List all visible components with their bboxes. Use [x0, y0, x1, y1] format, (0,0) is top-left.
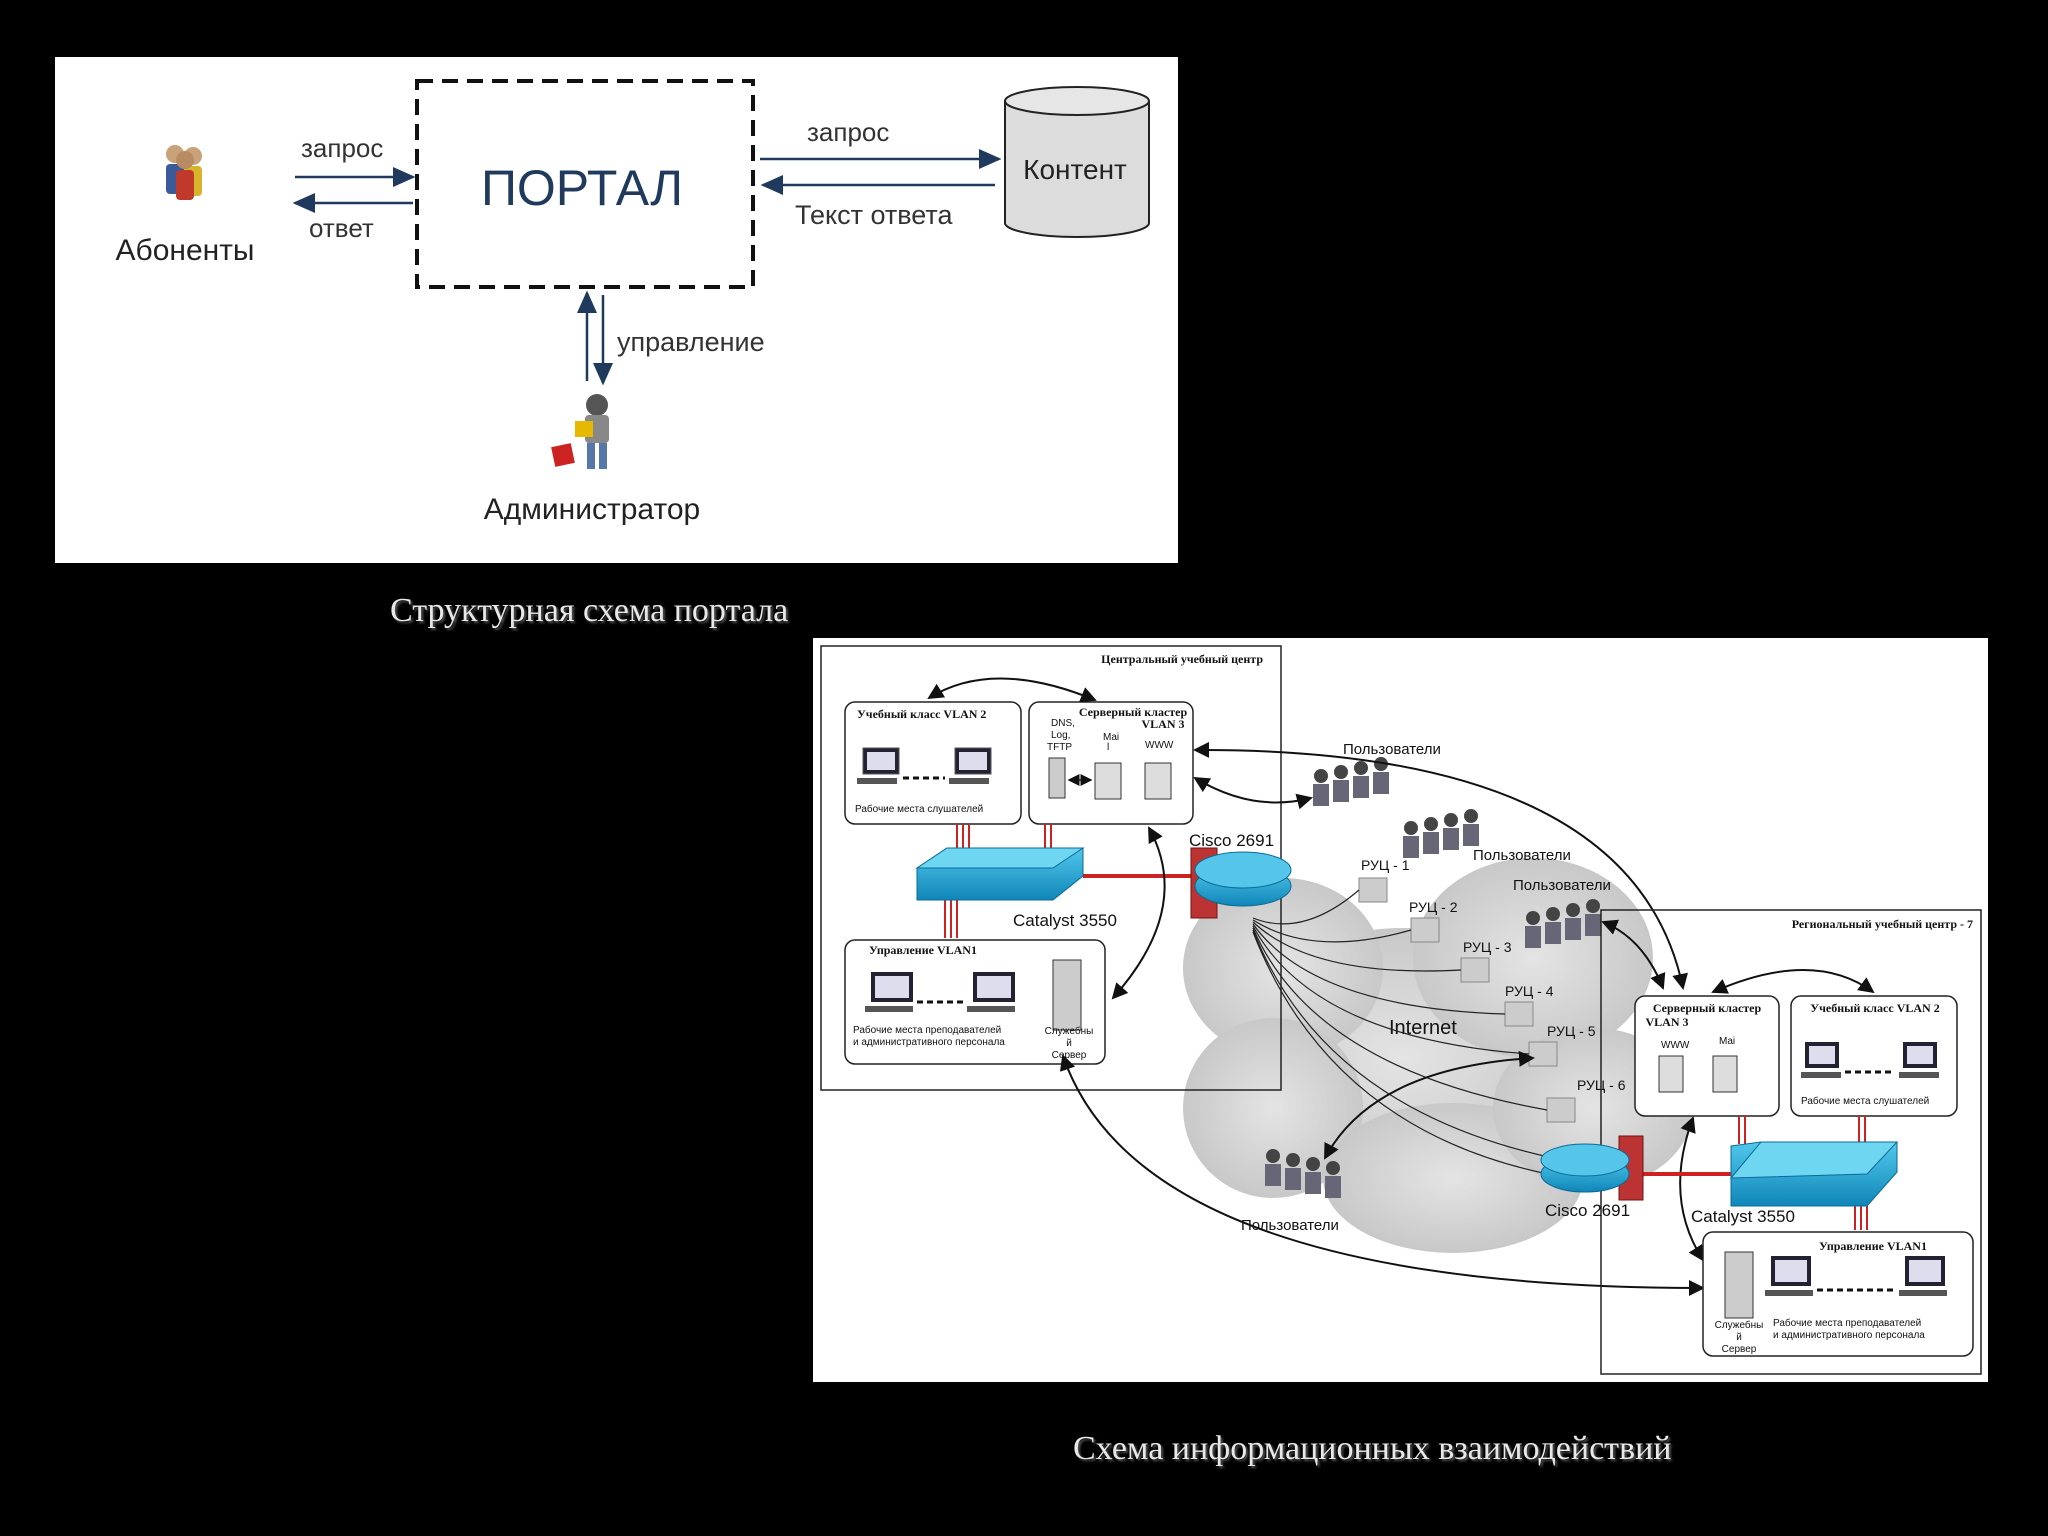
ruc2-label: РУЦ - 2	[1409, 899, 1458, 915]
dns-server-icon	[1048, 757, 1066, 799]
regional-mail-label: Mai	[1719, 1036, 1735, 1047]
central-training-center-title: Центральный учебный центр	[1101, 652, 1263, 666]
regional-www-label: WWW	[1661, 1040, 1690, 1051]
catalyst-central-label: Catalyst 3550	[1013, 911, 1117, 930]
internet-label: Internet	[1389, 1017, 1457, 1039]
content-request-label: запрос	[807, 117, 889, 147]
teacher-workstation-icon	[865, 972, 913, 1012]
teacher-workstations-label-1: Рабочие места преподавателей	[853, 1024, 1001, 1036]
ruc-building-icon	[1460, 957, 1490, 983]
ruc4-label: РУЦ - 4	[1505, 983, 1554, 999]
cisco-regional-label: Cisco 2691	[1545, 1201, 1630, 1220]
dns-label: DNS,	[1051, 718, 1075, 729]
service-server-central-icon	[1052, 959, 1082, 1031]
portal-box	[415, 79, 755, 289]
server-cluster-label-1: Серверный кластер	[1079, 705, 1188, 719]
regional-service-server-label-1: Служебны	[1715, 1319, 1764, 1331]
regional-www-server-icon	[1658, 1055, 1684, 1093]
catalyst-regional-label: Catalyst 3550	[1691, 1207, 1795, 1226]
ruc-building-icon	[1410, 917, 1440, 943]
regional-classroom-vlan2-box	[1790, 995, 1958, 1117]
www-server-icon	[1144, 762, 1172, 800]
cisco-router-regional-icon	[1540, 1135, 1644, 1201]
catalyst-switch-regional-icon	[1729, 1141, 1899, 1207]
subscribers-icon	[166, 145, 202, 200]
regional-server-cluster-label-1: Серверный кластер	[1653, 1001, 1762, 1015]
administrator-icon	[551, 394, 609, 469]
network-diagram-panel: Центральный учебный центр Учебный класс …	[813, 638, 1988, 1382]
teacher-workstations-label-2: и административного персонала	[853, 1037, 1005, 1048]
regional-teacher-workstation-icon	[1899, 1256, 1947, 1296]
regional-management-vlan1-label: Управление VLAN1	[1819, 1239, 1927, 1253]
mail-label-2: l	[1107, 742, 1109, 753]
users-group-icon	[1313, 757, 1389, 806]
service-server-label-2: й	[1066, 1038, 1072, 1049]
catalyst-switch-central-icon	[915, 847, 1085, 901]
ruc5-label: РУЦ - 5	[1547, 1023, 1596, 1039]
regional-service-server-label-2: й	[1736, 1332, 1742, 1343]
regional-workstation-icon	[1899, 1042, 1939, 1078]
regional-service-server-label-3: Сервер	[1722, 1344, 1757, 1355]
subscribers-label: Абоненты	[116, 234, 255, 267]
network-diagram: Центральный учебный центр Учебный класс …	[820, 645, 1982, 1375]
users-bottom-label: Пользователи	[1241, 1217, 1339, 1234]
response-label: ответ	[309, 213, 374, 243]
service-server-label-1: Служебны	[1045, 1025, 1094, 1037]
tftp-label: TFTP	[1047, 742, 1072, 753]
portal-diagram-caption: Структурная схема портала	[390, 592, 789, 629]
content-database-icon	[1004, 86, 1150, 238]
regional-service-server-icon	[1724, 1251, 1754, 1319]
ruc-building-icon	[1546, 1097, 1576, 1123]
management-label: управление	[617, 327, 765, 357]
server-cluster-label-2: VLAN 3	[1141, 717, 1184, 731]
internet-cloud	[1183, 858, 1693, 1253]
regional-classroom-vlan2-label: Учебный класс VLAN 2	[1810, 1001, 1939, 1015]
users-right-label: Пользователи	[1513, 877, 1611, 894]
portal-diagram: Абоненты запрос ответ ПОРТАЛ запрос Текс…	[116, 79, 1150, 526]
mail-server-icon	[1094, 762, 1122, 800]
www-label: WWW	[1145, 740, 1174, 751]
classroom-vlan2-label: Учебный класс VLAN 2	[857, 707, 986, 721]
regional-server-cluster-label-2: VLAN 3	[1645, 1015, 1688, 1029]
service-server-label-3: Сервер	[1052, 1050, 1087, 1061]
student-workstations-label: Рабочие места слушателей	[855, 803, 983, 815]
management-vlan1-label: Управление VLAN1	[869, 943, 977, 957]
ruc-building-icon	[1358, 877, 1388, 903]
users-mid-label: Пользователи	[1473, 847, 1571, 864]
workstation-icon	[857, 747, 900, 784]
regional-mail-server-icon	[1712, 1055, 1738, 1093]
users-top-label: Пользователи	[1343, 741, 1441, 758]
administrator-label: Администратор	[484, 493, 700, 526]
workstation-icon	[949, 747, 992, 784]
regional-training-center-title: Региональный учебный центр - 7	[1792, 917, 1973, 931]
regional-teacher-workstations-label-1: Рабочие места преподавателей	[1773, 1317, 1921, 1329]
log-label: Log,	[1051, 730, 1070, 741]
portal-diagram-panel: Абоненты запрос ответ ПОРТАЛ запрос Текс…	[55, 57, 1178, 563]
regional-teacher-workstation-icon	[1765, 1256, 1813, 1296]
regional-workstation-icon	[1801, 1042, 1841, 1078]
request-label: запрос	[301, 133, 383, 163]
regional-teacher-workstations-label-2: и административного персонала	[1773, 1330, 1925, 1341]
ruc3-label: РУЦ - 3	[1463, 939, 1512, 955]
ruc-building-icon	[1504, 1001, 1534, 1027]
users-group-icon	[1403, 809, 1479, 858]
mail-label-1: Mai	[1103, 732, 1119, 743]
response-text-label: Текст ответа	[795, 200, 953, 230]
ruc1-label: РУЦ - 1	[1361, 857, 1410, 873]
regional-student-workstations-label: Рабочие места слушателей	[1801, 1095, 1929, 1107]
regional-training-center-box	[1600, 909, 1982, 1375]
cisco-central-label: Cisco 2691	[1189, 831, 1274, 850]
teacher-workstation-icon	[967, 972, 1015, 1012]
portal-label: ПОРТАЛ	[481, 160, 683, 216]
network-diagram-caption: Схема информационных взаимодействий	[1073, 1430, 1672, 1467]
content-label: Контент	[1023, 154, 1127, 185]
ruc-building-icon	[1528, 1041, 1558, 1067]
